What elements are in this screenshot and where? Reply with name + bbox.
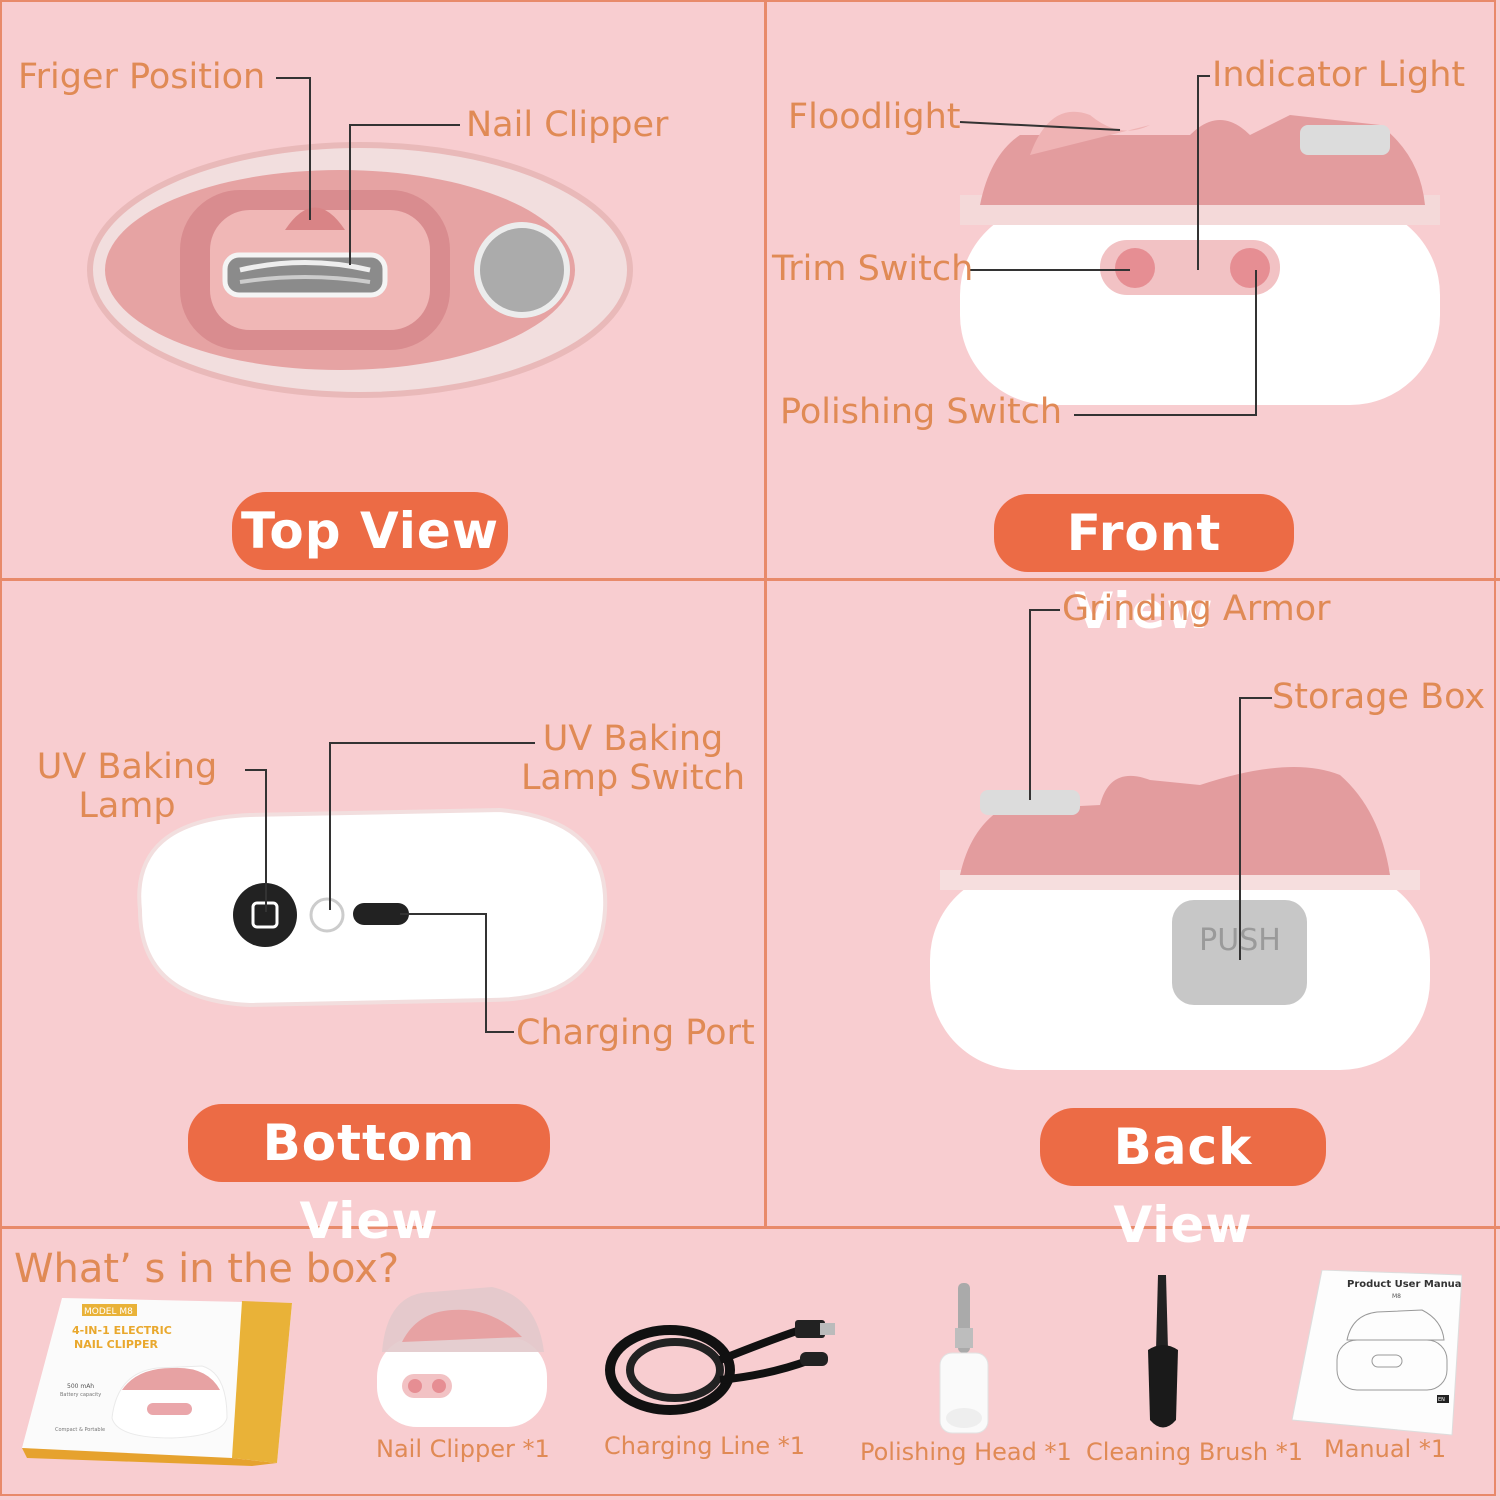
front-view-leader-lines <box>959 75 1257 416</box>
package-name-line2: NAIL CLIPPER <box>74 1338 158 1351</box>
box-item-caption-nail-clipper: Nail Clipper *1 <box>376 1435 550 1463</box>
bottom-view-leader-lines <box>245 742 535 1033</box>
top-view-leader-lines <box>276 77 460 265</box>
vertical-divider <box>764 0 767 1226</box>
manual-lang: EN <box>1438 1397 1445 1403</box>
box-section-title: What’ s in the box? <box>14 1246 400 1292</box>
label-indicator-light: Indicator Light <box>1212 55 1466 95</box>
back-view-device-illustration: PUSH <box>930 767 1430 1070</box>
front-view-device-illustration <box>960 111 1440 405</box>
label-floodlight: Floodlight <box>788 97 961 137</box>
package-model: MODEL M8 <box>84 1307 133 1317</box>
front-view-badge: Front View <box>994 494 1294 640</box>
box-item-caption-cleaning-brush: Cleaning Brush *1 <box>1086 1438 1304 1466</box>
manual-model: M8 <box>1392 1293 1401 1300</box>
package-box-image: MODEL M8 4-IN-1 ELECTRIC NAIL CLIPPER 50… <box>22 1298 292 1466</box>
box-item-charging-line-image <box>605 1320 835 1415</box>
label-storage-box: Storage Box <box>1272 677 1486 717</box>
horizontal-divider-top <box>0 578 1500 581</box>
box-item-caption-polishing-head: Polishing Head *1 <box>860 1438 1072 1466</box>
box-item-polishing-head-image <box>939 1283 989 1434</box>
back-view-leader-lines <box>1029 609 1272 960</box>
top-view-device-illustration <box>87 142 633 398</box>
label-finger-position: Friger Position <box>18 57 266 97</box>
label-trim-switch: Trim Switch <box>772 249 974 289</box>
package-name: 4-IN-1 ELECTRIC <box>72 1324 172 1337</box>
bottom-view-device-illustration <box>137 807 608 1008</box>
label-nail-clipper: Nail Clipper <box>466 105 669 145</box>
package-battery-note: Battery capacity <box>60 1392 101 1398</box>
label-uv-baking-lamp: UV Baking Lamp <box>36 747 218 826</box>
bottom-view-badge: Bottom View <box>188 1104 550 1250</box>
label-uv-baking-lamp-switch: UV Baking Lamp Switch <box>520 719 746 798</box>
label-polishing-switch: Polishing Switch <box>780 392 1063 432</box>
top-view-badge: Top View <box>232 492 508 570</box>
manual-title: Product User Manual <box>1347 1279 1462 1290</box>
package-battery: 500 mAh <box>67 1383 94 1390</box>
box-item-caption-charging-line: Charging Line *1 <box>604 1432 806 1460</box>
package-portable: Compact & Portable <box>55 1427 105 1433</box>
horizontal-divider-bottom <box>0 1226 1500 1229</box>
box-item-caption-manual: Manual *1 <box>1324 1435 1447 1463</box>
box-item-cleaning-brush-image <box>1148 1275 1178 1428</box>
back-view-badge: Back View <box>1040 1108 1326 1254</box>
box-item-nail-clipper-image <box>377 1287 547 1427</box>
label-charging-port: Charging Port <box>516 1013 755 1053</box>
label-grinding-armor: Grinding Armor <box>1062 589 1331 629</box>
box-item-manual-image: Product User Manual M8 EN <box>1292 1270 1462 1436</box>
